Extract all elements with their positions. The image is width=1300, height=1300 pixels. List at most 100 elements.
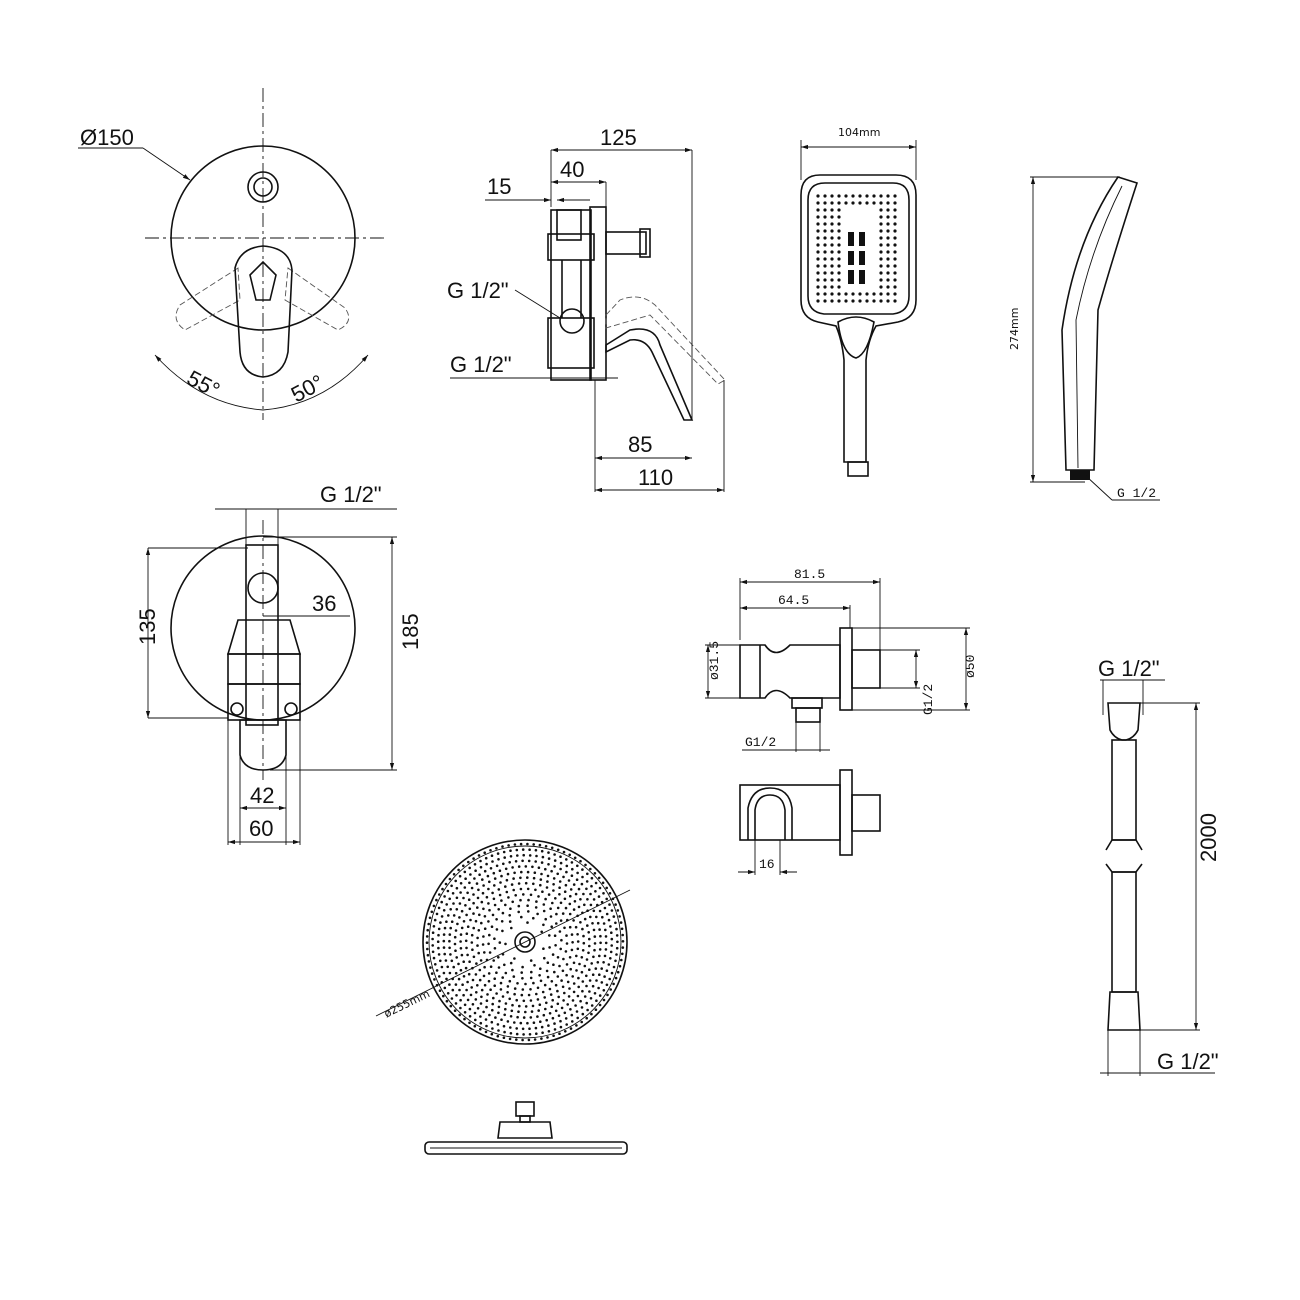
rain-nozzle — [591, 922, 594, 925]
outlet-outer-label: 81.5 — [794, 567, 825, 582]
rain-nozzle — [500, 920, 504, 923]
rain-nozzle — [565, 942, 569, 945]
rain-nozzle — [603, 975, 606, 978]
rain-nozzle — [600, 981, 604, 984]
wall-outlet-view: 81.5 64.5 ø31.5 ø50 G1/2 G1/2 — [705, 567, 978, 875]
rain-nozzle — [493, 903, 497, 907]
rain-nozzle — [472, 857, 475, 860]
rain-nozzle — [580, 956, 584, 959]
rain-nozzle — [535, 900, 538, 903]
outlet-plate-dia-label: ø50 — [963, 655, 978, 678]
rain-nozzle — [532, 882, 535, 886]
rain-nozzle — [564, 1017, 568, 1020]
rain-nozzle — [563, 897, 567, 901]
rain-nozzle — [562, 957, 565, 961]
rain-nozzle — [436, 940, 440, 943]
rain-nozzle — [562, 875, 565, 879]
rain-nozzle — [445, 903, 449, 906]
rain-nozzle — [535, 992, 538, 996]
hand-nozzle — [886, 250, 890, 254]
hand-nozzle — [893, 222, 897, 226]
rain-nozzle — [502, 850, 506, 854]
rain-nozzle — [447, 914, 450, 917]
rain-nozzle — [483, 965, 486, 969]
hand-nozzle — [816, 292, 820, 296]
rain-nozzle — [483, 927, 487, 930]
rain-nozzle — [442, 946, 446, 949]
hand-nozzle — [823, 222, 827, 226]
rain-nozzle — [589, 915, 592, 919]
hand-nozzle — [844, 194, 848, 198]
hand-nozzle — [886, 271, 890, 275]
rain-nozzle — [445, 977, 448, 981]
rain-nozzle — [454, 971, 458, 975]
rain-nozzle — [428, 916, 432, 920]
rain-nozzle — [618, 964, 622, 968]
rain-nozzle — [448, 933, 452, 936]
rain-nozzle — [577, 905, 581, 909]
hand-nozzle — [893, 201, 897, 205]
rain-nozzle — [588, 968, 591, 971]
rain-nozzle — [605, 897, 608, 901]
rain-nozzle — [546, 975, 550, 979]
rain-nozzle — [480, 900, 484, 904]
rain-nozzle — [540, 1025, 544, 1029]
hand-shower-front-view: 104mm — [800, 126, 917, 477]
hand-nozzle — [872, 299, 876, 303]
rain-nozzle — [479, 859, 482, 863]
rain-nozzle — [593, 935, 597, 938]
rain-nozzle — [492, 897, 496, 901]
rain-nozzle — [505, 890, 509, 894]
rain-nozzle — [502, 862, 505, 866]
rain-nozzle — [569, 888, 573, 891]
hand-nozzle — [816, 257, 820, 261]
rain-nozzle — [553, 1028, 557, 1031]
hand-nozzle — [879, 208, 883, 212]
rain-nozzle — [452, 914, 456, 917]
rain-nozzle — [559, 861, 563, 865]
rain-nozzle — [574, 1004, 577, 1007]
hand-nozzle — [844, 201, 848, 205]
rain-nozzle — [515, 998, 518, 1002]
rain-nozzle — [548, 987, 552, 991]
valve-rear-view: G 1/2" 135 185 36 42 60 — [135, 482, 423, 845]
rain-nozzle — [576, 994, 580, 998]
rain-nozzle — [508, 920, 512, 923]
rain-nozzle — [515, 1038, 518, 1041]
hand-nozzle — [865, 299, 869, 303]
rain-nozzle — [490, 1032, 494, 1036]
hand-nozzle — [830, 201, 834, 205]
rain-nozzle — [550, 869, 553, 873]
rain-nozzle — [547, 857, 551, 860]
rain-nozzle — [466, 980, 469, 984]
valve-side-view: 125 40 15 G 1/2" G 1/2" 85 110 — [447, 125, 726, 493]
rain-nozzle — [459, 998, 462, 1002]
rain-nozzle — [550, 980, 554, 983]
rain-nozzle — [532, 876, 536, 880]
rain-nozzle — [589, 903, 593, 907]
rain-nozzle — [466, 953, 469, 957]
rain-nozzle — [541, 990, 545, 994]
rain-nozzle — [603, 906, 607, 910]
rain-nozzle — [605, 886, 608, 890]
rain-nozzle — [454, 949, 457, 952]
rain-nozzle — [565, 973, 568, 977]
rain-nozzle — [621, 933, 624, 937]
rain-nozzle — [481, 891, 485, 895]
rain-nozzle — [568, 902, 572, 906]
rain-nozzle — [495, 864, 499, 868]
rain-nozzle — [547, 893, 551, 896]
rain-nozzle — [452, 965, 456, 969]
rain-nozzle — [594, 1008, 598, 1011]
rain-nozzle — [558, 880, 562, 883]
hand-thread-label: G 1/2 — [1117, 486, 1156, 501]
rain-nozzle — [527, 910, 530, 913]
rain-nozzle — [497, 1011, 500, 1015]
rain-nozzle — [561, 985, 565, 989]
rain-nozzle — [510, 883, 514, 886]
rain-nozzle — [474, 919, 478, 923]
rain-nozzle — [513, 992, 516, 996]
rain-nozzle — [560, 979, 563, 982]
hand-nozzle — [886, 215, 890, 219]
rain-nozzle — [535, 854, 538, 858]
